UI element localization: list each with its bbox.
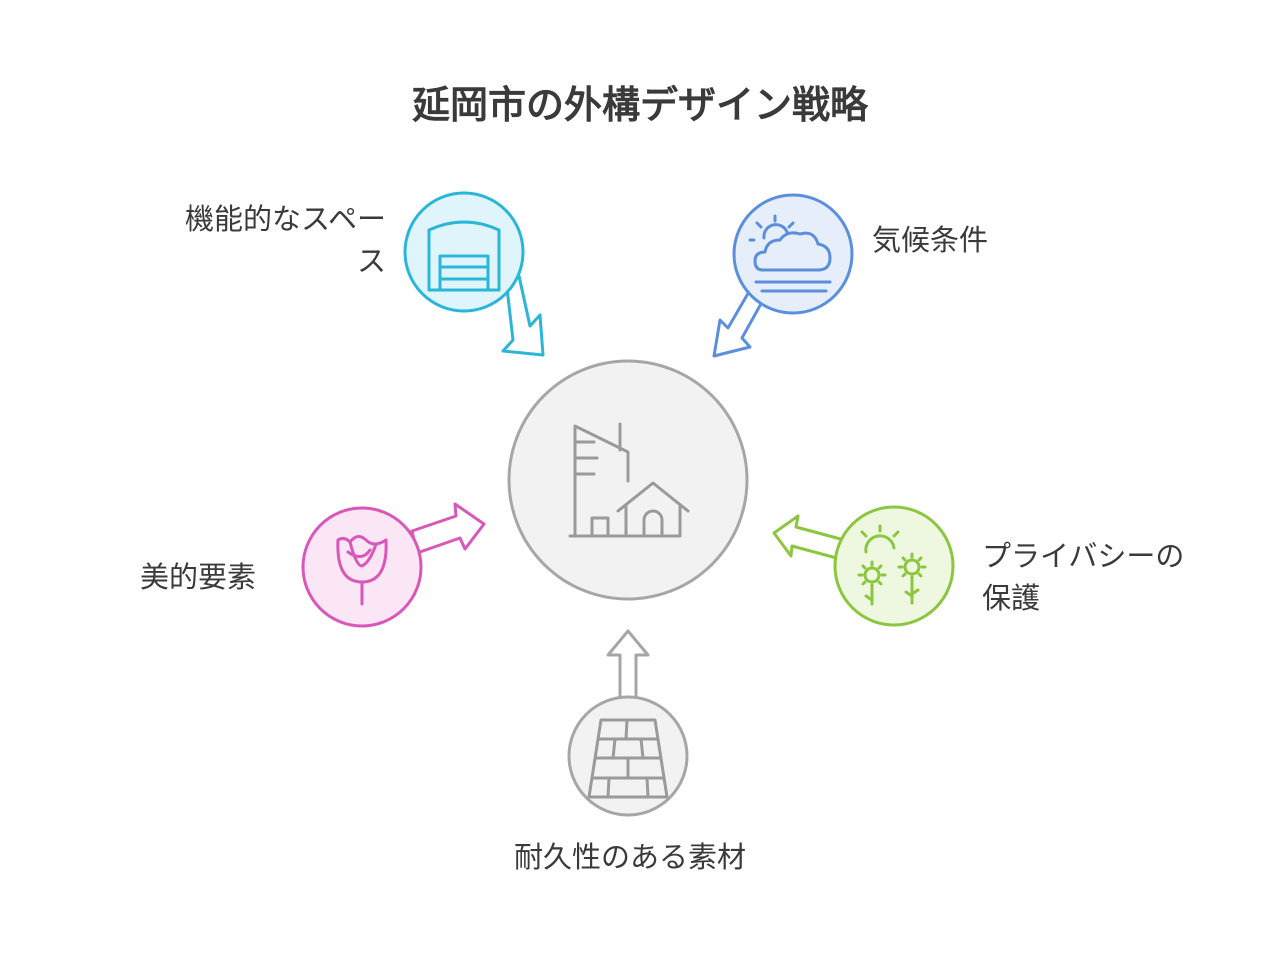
city-house-icon <box>568 422 690 538</box>
label-durable-material-line1: 耐久性のある素材 <box>513 840 746 874</box>
paving-tiles-icon <box>587 718 669 799</box>
label-functional-space-line1: 機能的なスペー <box>185 202 386 236</box>
center-node <box>507 359 749 601</box>
weather-icon <box>748 214 832 293</box>
label-climate: 気候条件 <box>872 219 988 261</box>
climate-node <box>712 193 854 358</box>
label-privacy-line1: プライバシーの <box>982 539 1185 573</box>
aesthetic-node <box>301 502 486 628</box>
diagram-title: 延岡市の外構デザイン戦略 <box>411 83 868 127</box>
label-aesthetic: 美的要素 <box>140 556 256 598</box>
space-node <box>403 191 545 357</box>
label-privacy-line2: 保護 <box>982 581 1041 615</box>
label-functional-space: 機能的なスペー ス <box>150 198 386 282</box>
garage-icon <box>427 220 501 292</box>
label-climate-line1: 気候条件 <box>872 223 989 257</box>
plants-icon <box>857 524 927 606</box>
privacy-node <box>772 505 955 627</box>
label-durable-material: 耐久性のある素材 <box>0 836 1260 878</box>
label-privacy: プライバシーの 保護 <box>982 535 1184 619</box>
label-functional-space-line2: ス <box>356 244 386 278</box>
label-aesthetic-line1: 美的要素 <box>140 560 257 594</box>
rose-icon <box>336 535 388 606</box>
material-node <box>567 629 689 817</box>
